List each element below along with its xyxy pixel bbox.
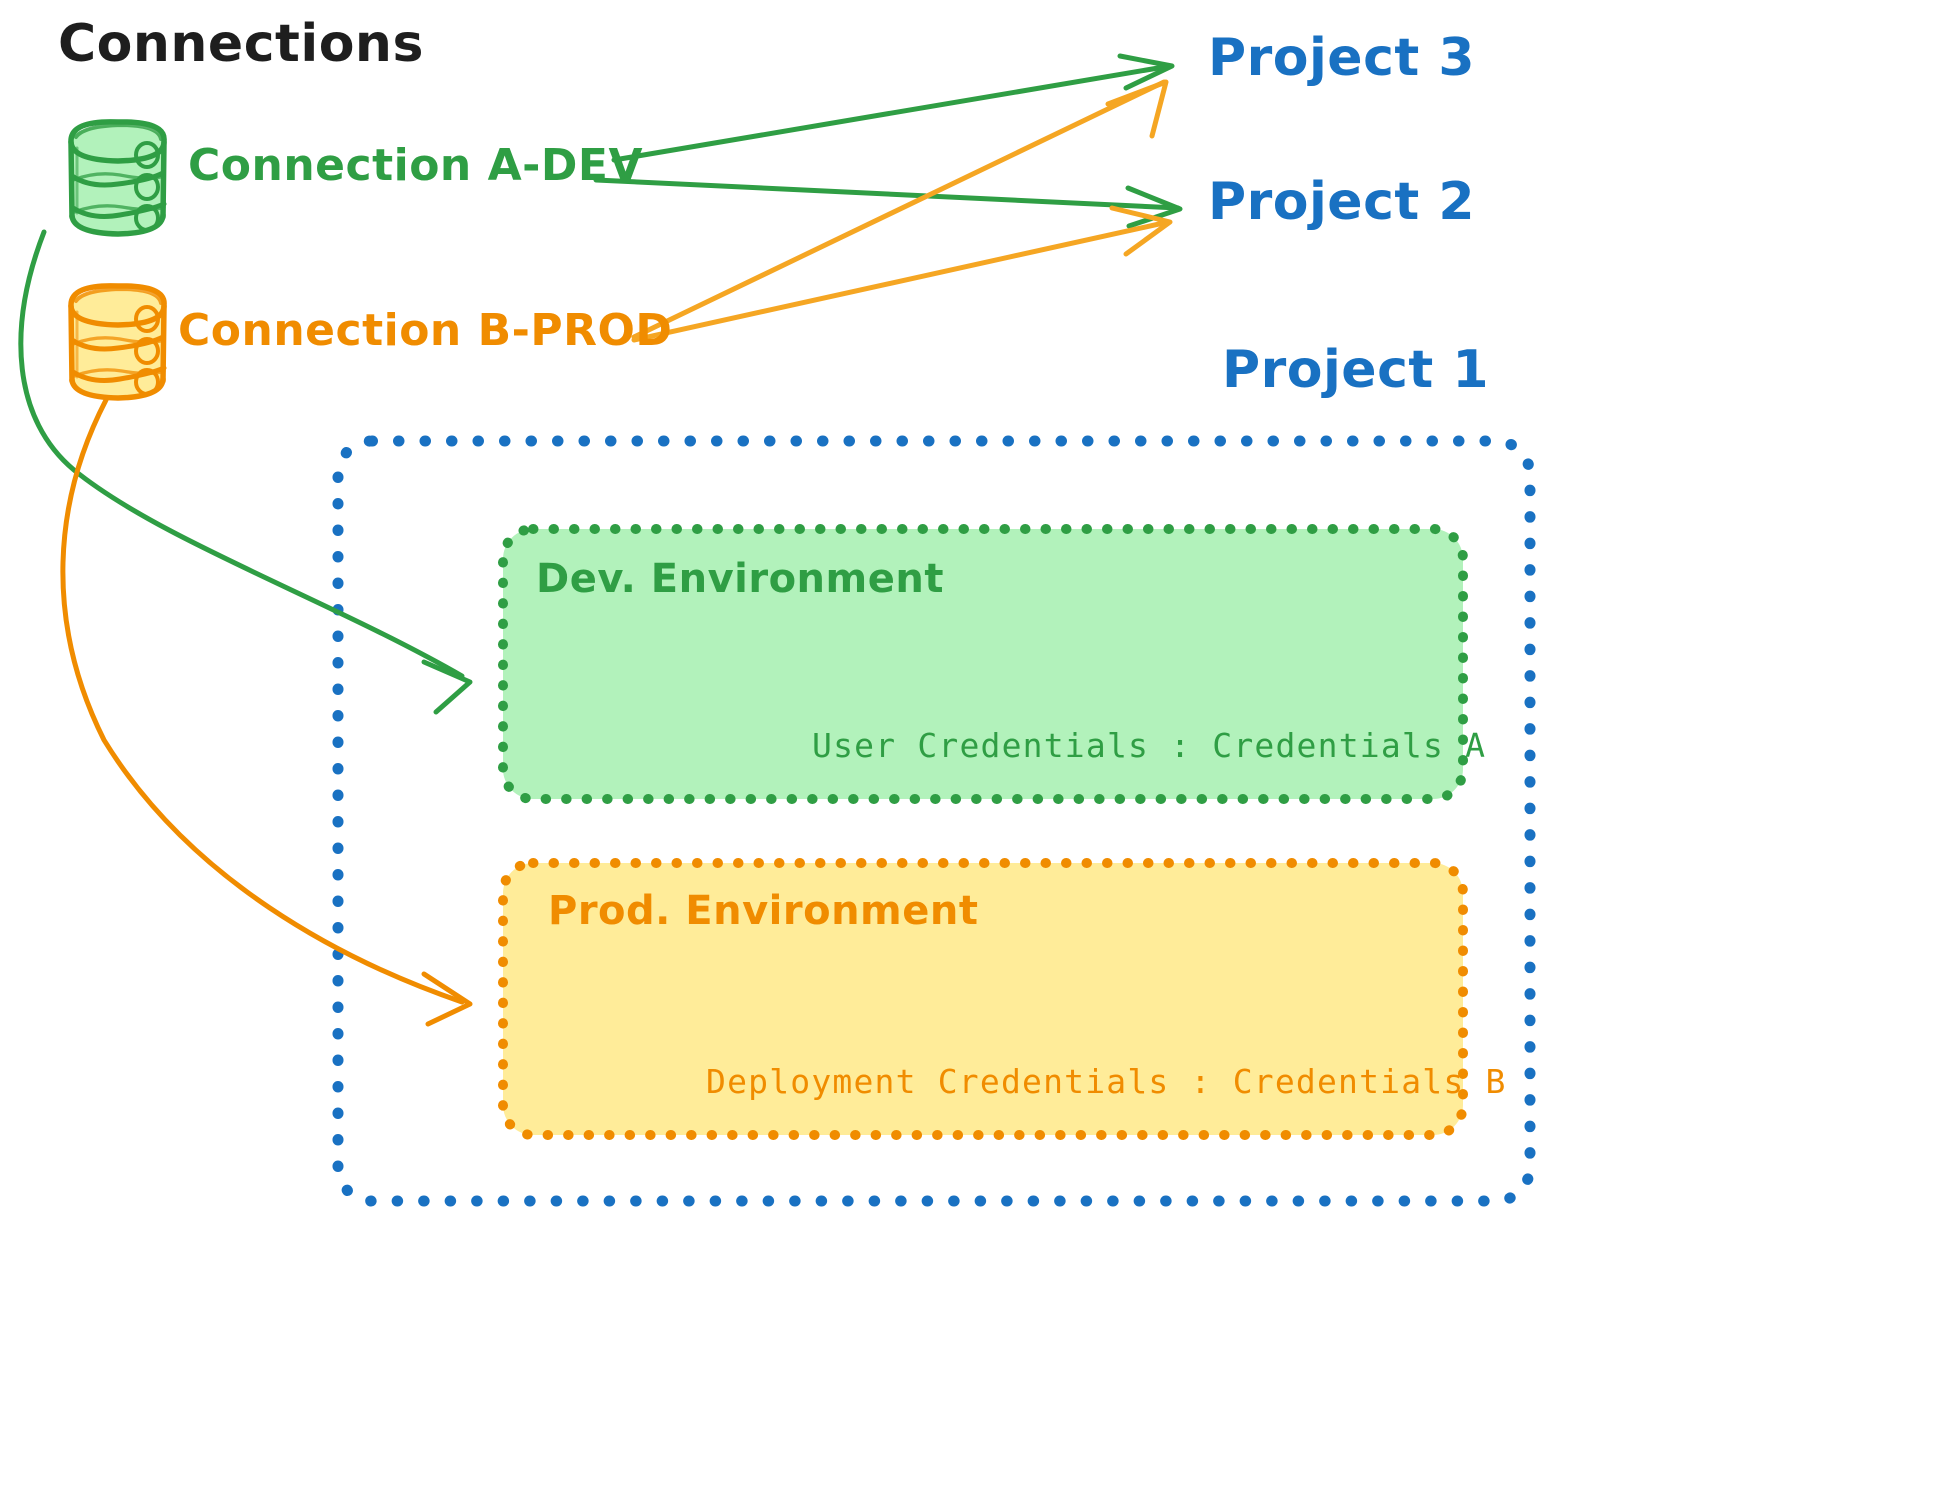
- prod-environment-credentials: Deployment Credentials : Credentials B: [706, 1062, 1507, 1101]
- prod-environment-box[interactable]: [498, 858, 1468, 1140]
- edge-b-prod-to-project-3: [631, 79, 1169, 340]
- edge-b-prod-to-project-2: [631, 205, 1173, 343]
- edge-a-dev-to-dev-environment: [18, 229, 473, 715]
- project-1-container: [332, 435, 1536, 1207]
- connection-label-b-prod[interactable]: Connection B-PROD: [178, 305, 673, 356]
- prod-environment-title: Prod. Environment: [548, 888, 979, 934]
- edge-a-dev-to-project-2: [593, 177, 1183, 229]
- page-title: Connections: [58, 14, 424, 74]
- dev-environment-title: Dev. Environment: [536, 556, 944, 602]
- edge-b-prod-to-prod-environment: [60, 397, 473, 1027]
- connection-label-a-dev[interactable]: Connection A-DEV: [188, 140, 644, 191]
- dev-environment-box[interactable]: [498, 524, 1468, 804]
- dev-environment-credentials: User Credentials : Credentials A: [812, 726, 1487, 765]
- project-2-label[interactable]: Project 2: [1208, 172, 1476, 232]
- edge-a-dev-to-project-3: [611, 53, 1175, 163]
- project-1-label[interactable]: Project 1: [1222, 340, 1490, 400]
- database-cylinder-icon-a-dev[interactable]: [68, 119, 167, 237]
- database-cylinder-icon-b-prod[interactable]: [68, 283, 167, 401]
- project-3-label[interactable]: Project 3: [1208, 28, 1476, 88]
